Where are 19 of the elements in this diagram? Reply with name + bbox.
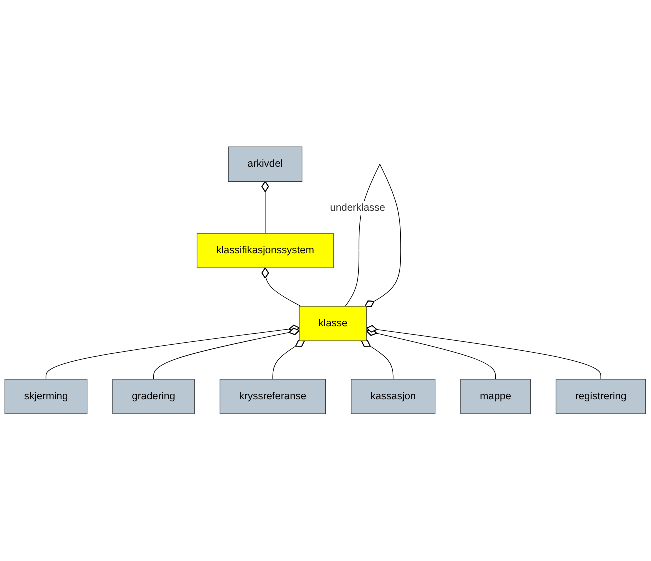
self-aggregation-line [345,164,402,308]
aggregation-line [361,340,394,380]
class-box: klassifikasjonssystem [196,233,334,268]
aggregation-line [366,325,602,380]
aggregation-line [272,340,306,380]
edge-label: underklasse [329,201,387,215]
aggregation-line [366,328,496,380]
aggregation-line [262,181,270,234]
aggregation-line [46,324,300,380]
class-box: arkivdel [228,146,303,182]
class-box: kryssreferanse [220,379,326,414]
class-box: mappe [460,379,531,414]
aggregation-line [153,328,300,380]
class-box: skjerming [4,379,88,414]
aggregation-line [262,268,302,307]
class-box: gradering [112,379,195,414]
class-box: kassasjon [351,379,436,414]
class-box: klasse [299,306,368,342]
class-box: registrering [556,379,646,414]
